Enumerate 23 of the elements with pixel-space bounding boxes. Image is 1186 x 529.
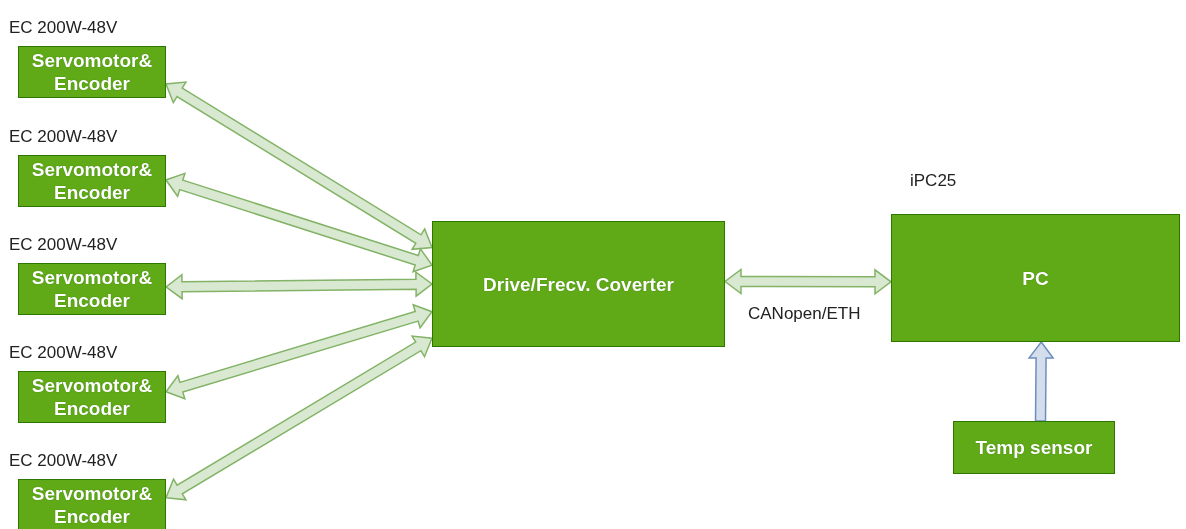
- process-box: [432, 221, 725, 347]
- box-heading: iPC25: [910, 171, 957, 191]
- box-label: Servomotor& Encoder: [30, 266, 154, 312]
- box-heading: EC 200W-48V: [9, 18, 118, 38]
- block-arrow: [164, 270, 434, 301]
- box-label: Servomotor& Encoder: [30, 158, 154, 204]
- box-label: Servomotor& Encoder: [30, 482, 154, 528]
- box-label: Drive/Frecv. Coverter: [483, 272, 674, 296]
- block-arrow: [164, 172, 434, 273]
- box-heading: EC 200W-48V: [9, 451, 118, 471]
- block-arrow: [164, 303, 434, 400]
- block-arrow: [164, 335, 434, 501]
- block-arrow: [164, 81, 434, 251]
- box-label: Servomotor& Encoder: [30, 49, 154, 95]
- block-arrow: [1027, 340, 1055, 422]
- box-label: Temp sensor: [975, 436, 1093, 459]
- process-box: [953, 421, 1115, 474]
- box-heading: EC 200W-48V: [9, 343, 118, 363]
- box-label: PC: [1022, 266, 1049, 290]
- block-arrow: [723, 268, 893, 296]
- box-heading: EC 200W-48V: [9, 235, 118, 255]
- box-label: Servomotor& Encoder: [30, 374, 154, 420]
- box-heading: EC 200W-48V: [9, 127, 118, 147]
